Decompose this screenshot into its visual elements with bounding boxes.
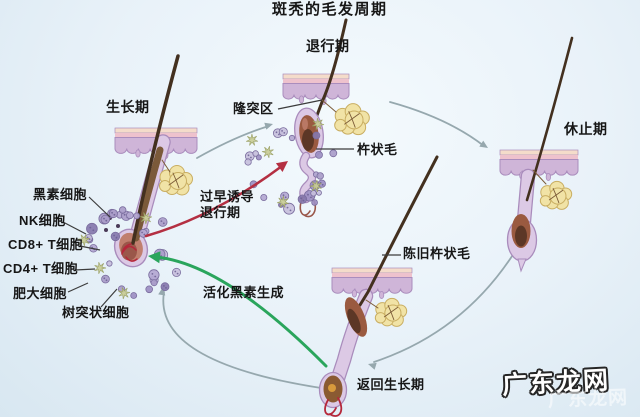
label-old-club-hair: 陈旧杵状毛 [403, 246, 471, 261]
mast-line [67, 282, 89, 293]
catagen-immune-cells [244, 127, 338, 215]
label-premature-catagen-line2: 退行期 [200, 205, 241, 220]
label-return-to-anagen: 返回生长期 [357, 377, 425, 392]
label-nk-cell: NK细胞 [19, 213, 66, 228]
label-premature-catagen-line1: 过早诱导 [200, 189, 255, 204]
label-melanocyte: 黑素细胞 [33, 187, 88, 202]
return-follicle-illustration [318, 155, 439, 417]
premature-catagen-arrow [144, 161, 288, 238]
signal-arrows [144, 161, 328, 368]
watermark-ghost-text: 广东龙网 [547, 387, 629, 412]
label-mast-cell: 肥大细胞 [13, 286, 68, 301]
label-connector-lines [62, 99, 401, 308]
phase-label-anagen: 生长期 [106, 99, 150, 115]
label-cd4-t-cell: CD4+ T细胞 [3, 261, 79, 276]
phase-label-telogen: 休止期 [564, 121, 608, 137]
cycle-arrows [158, 101, 523, 392]
phase-label-catagen: 退行期 [306, 38, 350, 54]
cd4-line [74, 268, 96, 271]
dendritic-star-cells [77, 117, 325, 300]
nk-line [62, 221, 87, 235]
melanogenesis-arrow [148, 251, 328, 368]
label-premature-catagen: 过早诱导 退行期 [200, 189, 254, 221]
melanocyte-line [88, 196, 111, 218]
label-bulge-region: 隆突区 [233, 101, 274, 116]
diagram-title: 斑秃的毛发周期 [272, 1, 388, 18]
catagen-follicle-illustration [282, 18, 370, 218]
label-cd8-t-cell: CD8+ T细胞 [8, 237, 84, 252]
label-club-hair: 杵状毛 [357, 142, 398, 157]
anagen-follicle-illustration [104, 54, 198, 268]
dendritic-line [100, 288, 118, 308]
cd8-line [79, 245, 101, 251]
bulge-line [277, 99, 323, 110]
telogen-follicle-illustration [499, 36, 579, 273]
label-melanogenesis: 活化黑素生成 [203, 285, 285, 300]
label-dendritic-cell: 树突状细胞 [62, 305, 130, 320]
